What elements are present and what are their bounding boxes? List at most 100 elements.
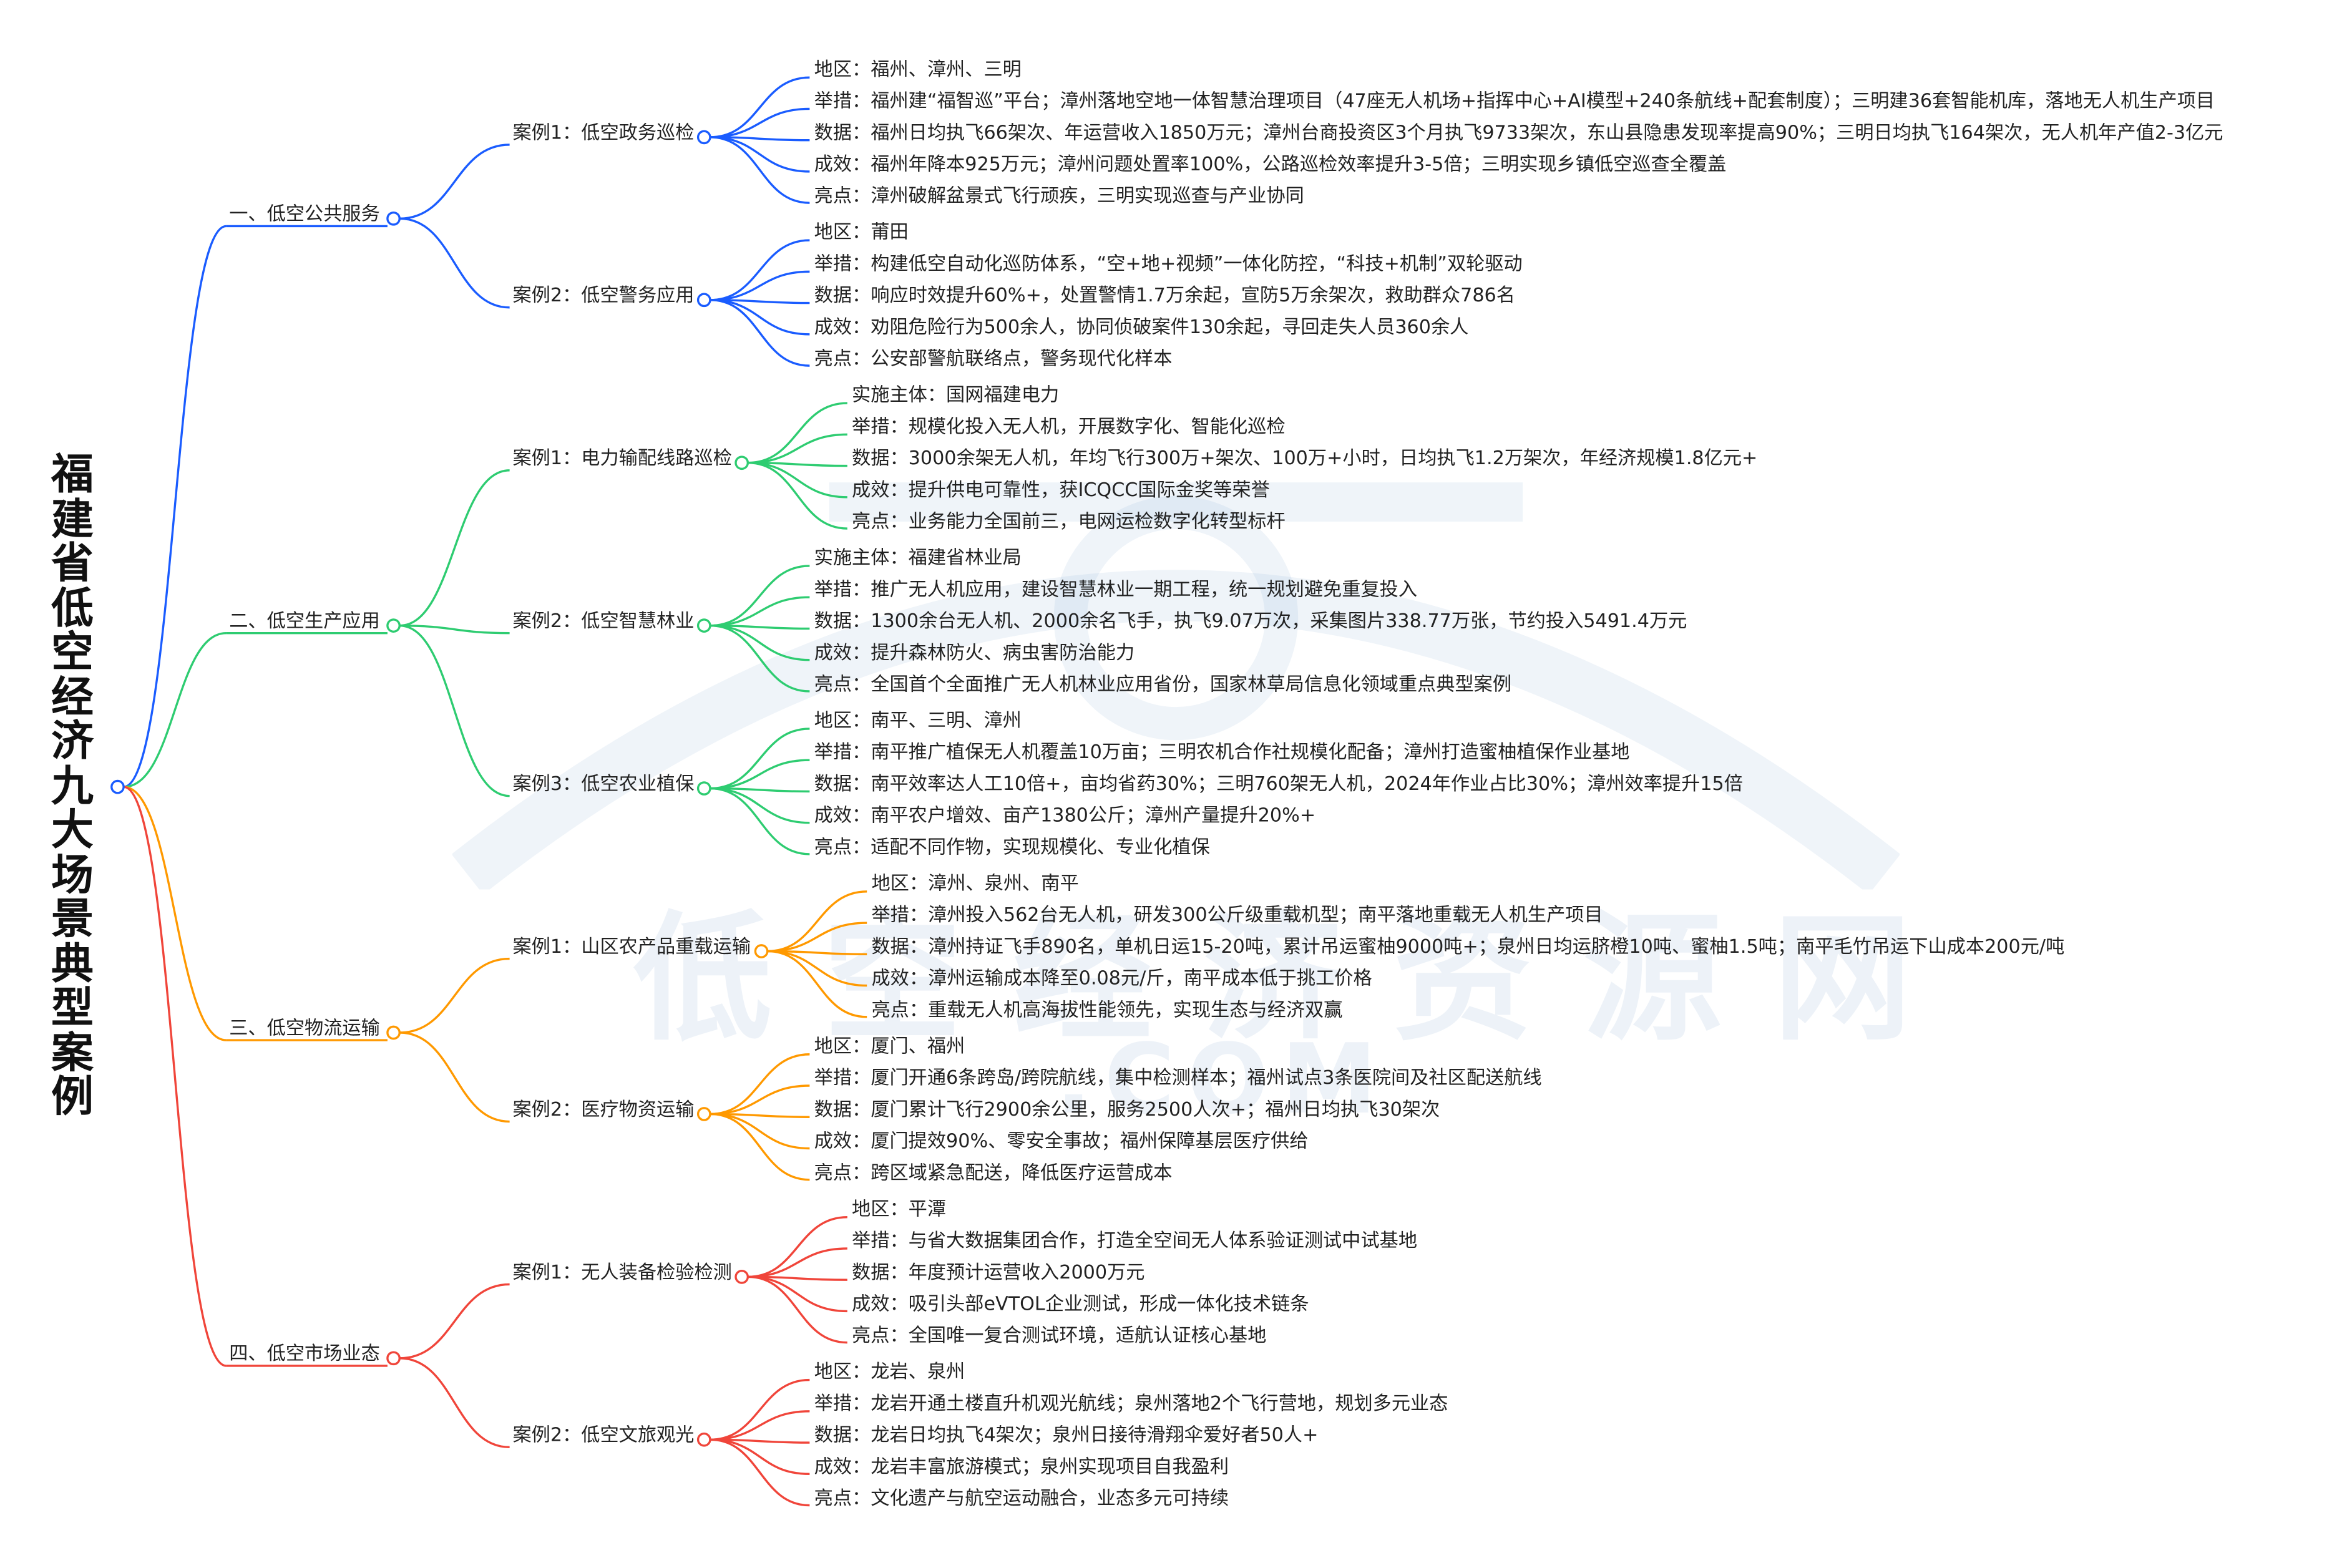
case-to-leaf-connector [710,1378,810,1441]
case-node-label[interactable]: 案例2：低空警务应用 [512,283,695,306]
case-to-leaf-connector [710,759,810,790]
case-node-label[interactable]: 案例1：无人装备检验检测 [512,1260,732,1283]
case-to-leaf-connector [710,1113,810,1181]
leaf-detail-item: 成效：吸引头部eVTOL企业测试，形成一体化技术链条 [852,1292,1309,1315]
watermark-domain: .COM [1055,1025,1390,1137]
case-to-leaf-connector [767,950,867,987]
leaf-detail-item: 数据：南平效率达人工10倍+，亩均省药30%；三明760架无人机，2024年作业… [814,771,1743,795]
case-to-leaf-connector [748,1275,847,1344]
case-to-leaf-connector [710,76,810,139]
leaf-detail-item: 数据：1300余台无人机、2000余名飞手，执飞9.07万次，采集图片338.7… [814,609,1687,632]
case-to-leaf-connector [710,565,810,627]
root-to-branch-connector [124,786,227,1041]
leaf-detail-item: 举措：福州建“福智巡”平台；漳州落地空地一体智慧治理项目（47座无人机场+指挥中… [814,89,2215,112]
case-collapse-toggle[interactable] [696,618,711,633]
leaf-detail-item: 举措：构建低空自动化巡防体系，“空+地+视频”一体化防控，“科技+机制”双轮驱动 [814,251,1523,275]
case-to-leaf-connector [710,1438,810,1507]
case-to-leaf-connector [710,107,810,139]
branch-to-case-connector [399,957,510,1034]
branch-collapse-toggle[interactable] [386,618,401,633]
leaf-detail-item: 成效：厦门提效90%、零安全事故；福州保障基层医疗供给 [814,1129,1309,1152]
branch-collapse-toggle[interactable] [386,1025,401,1040]
leaf-detail-item: 亮点：跨区域紧急配送，降低医疗运营成本 [814,1160,1173,1183]
case-to-leaf-connector [710,136,810,204]
leaf-detail-item: 亮点：业务能力全国前三，电网运检数字化转型标杆 [852,509,1286,532]
case-to-leaf-connector [710,624,810,630]
case-to-leaf-connector [767,950,867,1018]
leaf-detail-item: 数据：3000余架无人机，年均飞行300万+架次、100万+小时，日均执飞1.2… [852,446,1758,469]
case-to-leaf-connector [748,1215,847,1278]
branch-collapse-toggle[interactable] [386,1351,401,1366]
branch-node-label[interactable]: 一、低空公共服务 [229,202,380,225]
leaf-detail-item: 举措：龙岩开通土楼直升机观光航线；泉州落地2个飞行营地，规划多元业态 [814,1391,1448,1415]
root-to-branch-connector [123,225,227,788]
case-node-label[interactable]: 案例1：电力输配线路巡检 [512,446,732,469]
case-to-leaf-connector [710,1113,810,1118]
leaf-detail-item: 成效：龙岩丰富旅游模式；泉州实现项目自我盈利 [814,1454,1229,1478]
leaf-detail-item: 实施主体：国网福建电力 [852,383,1060,406]
case-to-leaf-connector [710,299,810,304]
branch-to-case-connector [399,1031,510,1123]
branch-to-case-connector [399,1283,510,1360]
leaf-detail-item: 举措：规模化投入无人机，开展数字化、智能化巡检 [852,414,1286,438]
leaf-detail-item: 地区：莆田 [814,220,909,243]
leaf-detail-item: 数据：龙岩日均执飞4架次；泉州日接待滑翔伞爱好者50人+ [814,1423,1319,1446]
watermark-logo-icon [452,482,1900,890]
case-to-leaf-connector [748,462,847,467]
leaf-detail-item: 地区：福州、漳州、三明 [814,57,1022,80]
leaf-detail-item: 成效：提升森林防火、病虫害防治能力 [814,640,1135,663]
case-collapse-toggle[interactable] [734,455,749,470]
case-to-leaf-connector [710,787,810,855]
branch-collapse-toggle[interactable] [386,211,401,226]
case-to-leaf-connector [767,890,867,953]
leaf-detail-item: 亮点：全国首个全面推广无人机林业应用省份，国家林草局信息化领域重点典型案例 [814,671,1512,694]
case-node-label[interactable]: 案例2：低空智慧林业 [512,609,695,632]
leaf-detail-item: 举措：漳州投入562台无人机，研发300公斤级重载机型；南平落地重载无人机生产项… [871,903,1603,926]
leaf-detail-item: 地区：龙岩、泉州 [814,1360,965,1383]
branch-to-case-connector [399,144,510,220]
branch-to-case-connector [399,1357,510,1449]
case-node-label[interactable]: 案例2：低空文旅观光 [512,1423,695,1446]
case-collapse-toggle[interactable] [696,1432,711,1447]
leaf-detail-item: 地区：平潭 [852,1197,947,1220]
case-to-leaf-connector [710,1084,810,1116]
case-collapse-toggle[interactable] [696,1107,711,1121]
case-to-leaf-connector [710,136,810,173]
leaf-detail-item: 亮点：公安部警航联络点，警务现代化样本 [814,346,1173,369]
case-to-leaf-connector [710,596,810,627]
leaf-detail-item: 地区：南平、三明、漳州 [814,709,1022,732]
case-to-leaf-connector [710,270,810,301]
case-node-label[interactable]: 案例1：山区农产品重载运输 [512,934,751,958]
leaf-detail-item: 举措：南平推广植保无人机覆盖10万亩；三明农机合作社规模化配备；漳州打造蜜柚植保… [814,740,1630,763]
leaf-detail-item: 数据：福州日均执飞66架次、年运营收入1850万元；漳州台商投资区3个月执飞97… [814,120,2223,144]
leaf-detail-item: 举措：推广无人机应用，建设智慧林业一期工程，统一规划避免重复投入 [814,577,1418,601]
case-node-label[interactable]: 案例1：低空政务巡检 [512,120,695,144]
leaf-detail-item: 亮点：全国唯一复合测试环境，适航认证核心基地 [852,1323,1267,1346]
case-node-label[interactable]: 案例3：低空农业植保 [512,771,695,795]
leaf-detail-item: 亮点：重载无人机高海拔性能领先，实现生态与经济双赢 [871,997,1343,1020]
case-node-label[interactable]: 案例2：医疗物资运输 [512,1097,695,1121]
leaf-detail-item: 地区：漳州、泉州、南平 [871,872,1079,895]
case-to-leaf-connector [767,950,867,956]
leaf-detail-item: 成效：提升供电可靠性，获ICQCC国际金奖等荣誉 [852,477,1270,500]
case-to-leaf-connector [710,624,810,693]
case-collapse-toggle[interactable] [696,130,711,145]
leaf-detail-item: 成效：漳州运输成本降至0.08元/斤，南平成本低于挑工价格 [871,966,1372,989]
case-collapse-toggle[interactable] [696,293,711,308]
case-to-leaf-connector [748,402,847,464]
case-to-leaf-connector [710,1113,810,1150]
root-node-toggle[interactable] [110,779,125,794]
case-to-leaf-connector [748,1275,847,1313]
case-collapse-toggle[interactable] [696,781,711,796]
branch-node-label[interactable]: 四、低空市场业态 [229,1342,380,1365]
case-collapse-toggle[interactable] [734,1269,749,1284]
case-to-leaf-connector [748,1275,847,1281]
branch-node-label[interactable]: 三、低空物流运输 [229,1016,380,1039]
case-to-leaf-connector [710,624,810,661]
branch-node-label[interactable]: 二、低空生产应用 [229,609,380,632]
leaf-detail-item: 举措：与省大数据集团合作，打造全空间无人体系验证测试中试基地 [852,1229,1418,1252]
leaf-detail-item: 亮点：文化遗产与航空运动融合，业态多元可持续 [814,1486,1229,1509]
branch-to-case-connector [399,624,510,635]
case-collapse-toggle[interactable] [754,944,769,958]
